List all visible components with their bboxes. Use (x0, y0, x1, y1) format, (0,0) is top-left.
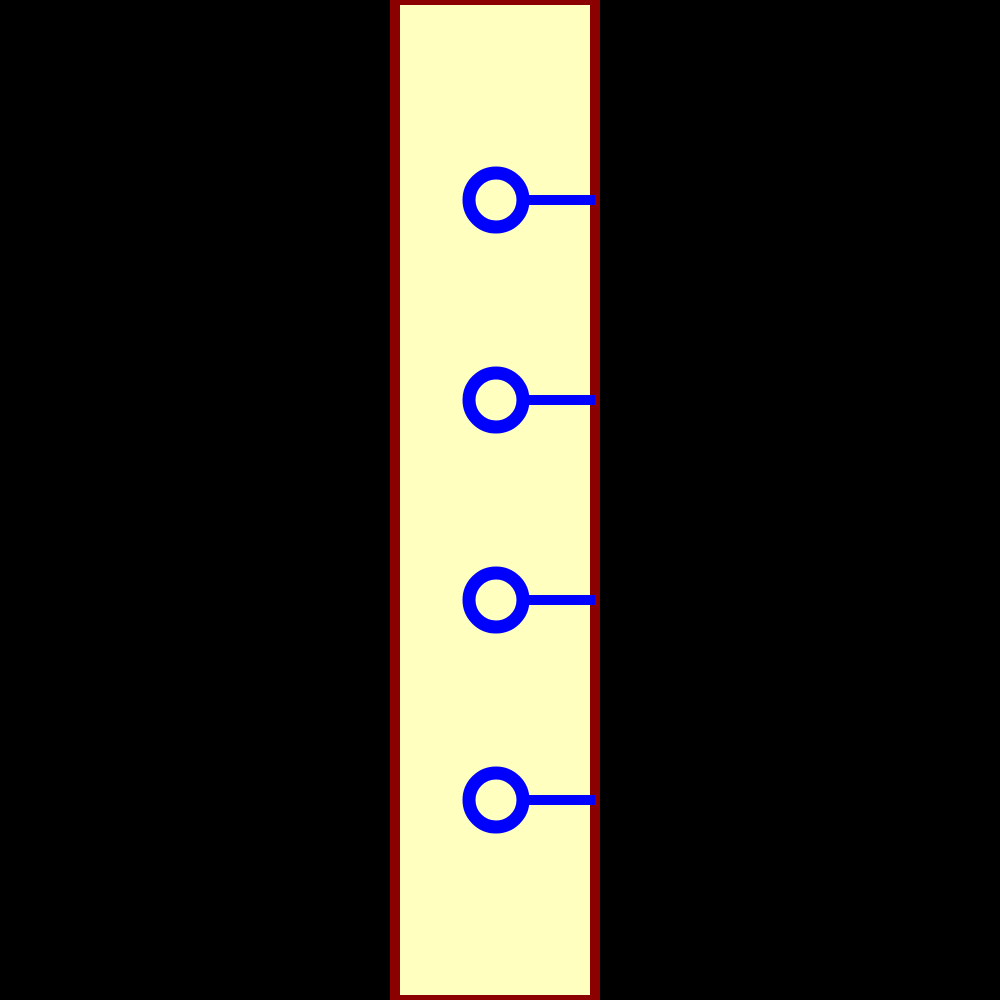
pin-3[interactable] (462, 566, 595, 634)
pin-4-bubble-icon[interactable] (462, 766, 530, 834)
pin-1[interactable] (462, 166, 595, 234)
pin-2[interactable] (462, 366, 595, 434)
pin-4[interactable] (462, 766, 595, 834)
pin-2-bubble-icon[interactable] (462, 366, 530, 434)
pin-3-bubble-icon[interactable] (462, 566, 530, 634)
pin-1-bubble-icon[interactable] (462, 166, 530, 234)
